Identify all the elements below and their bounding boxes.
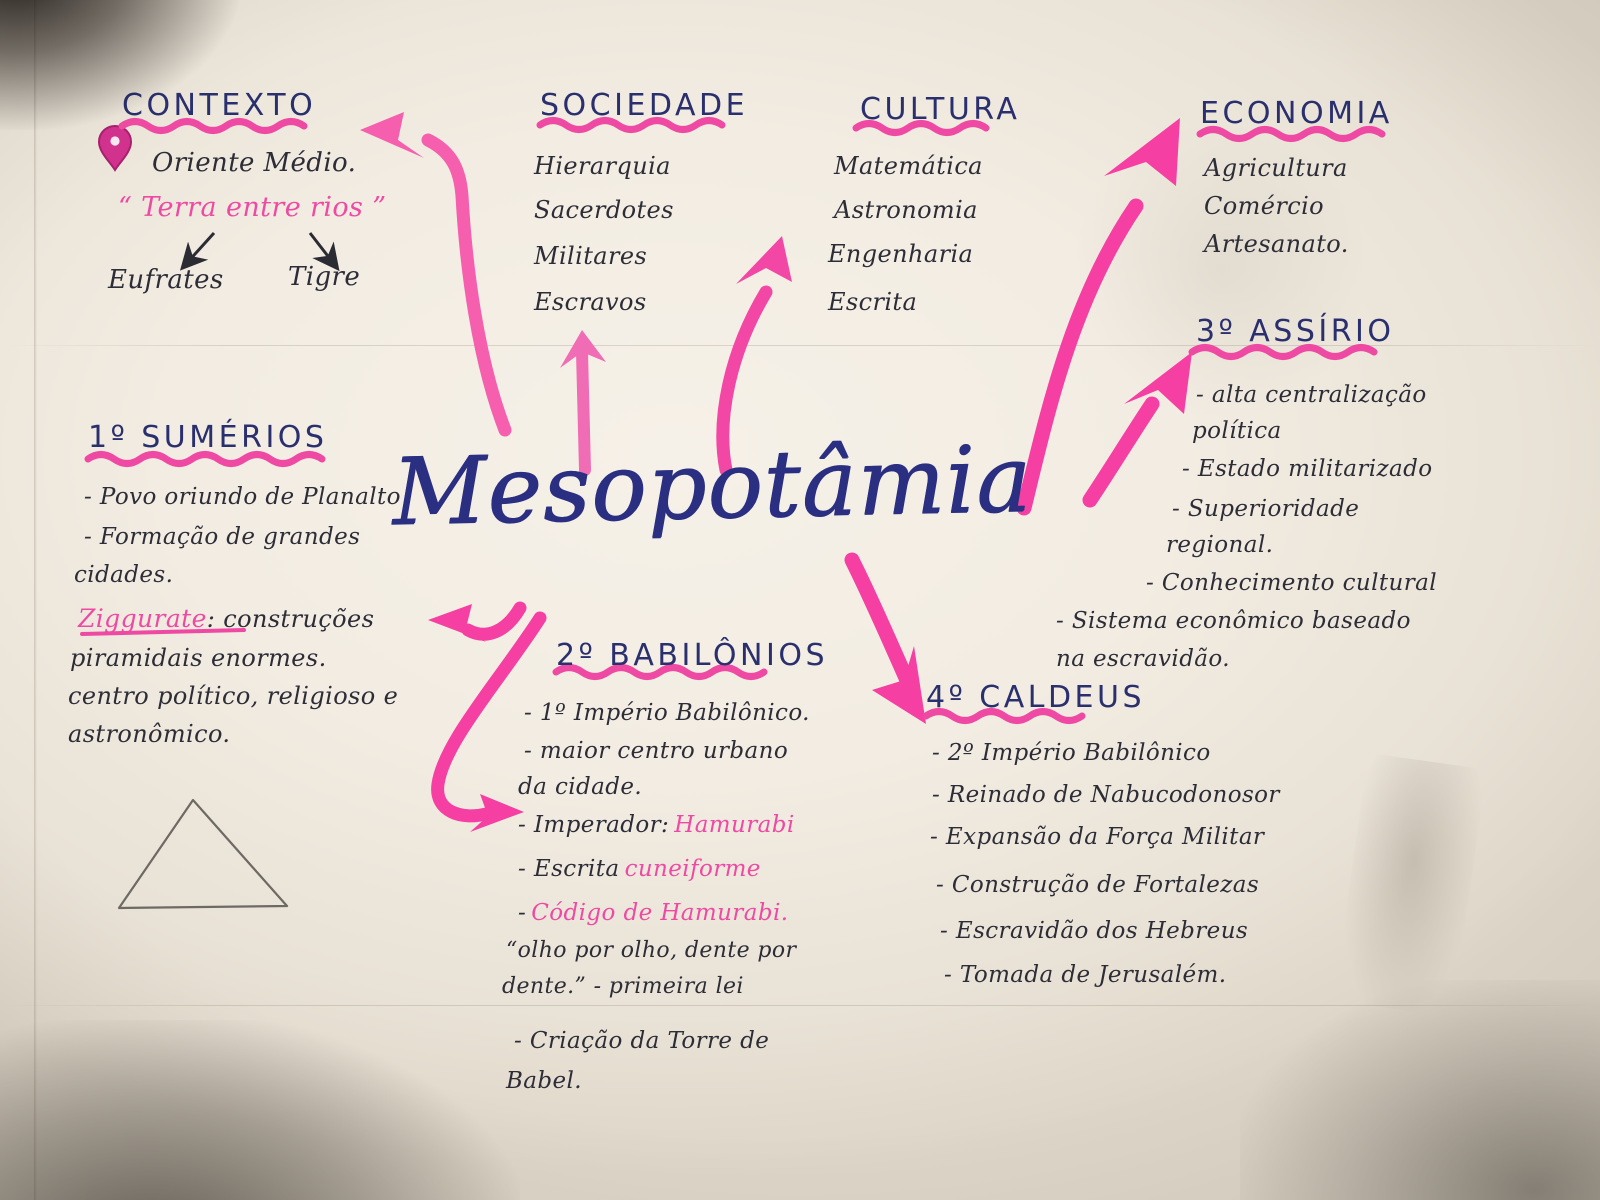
sumerios-line: - Povo oriundo de Planalto [84, 484, 401, 510]
babilonios-code-entry: - Código de Hamurabi. [518, 900, 788, 926]
sociedade-title: SOCIEDADE [540, 88, 749, 123]
economia-item: Artesanato. [1204, 230, 1349, 258]
writing-prefix: - Escrita [518, 856, 620, 882]
cultura-item: Escrita [828, 288, 918, 316]
caldeus-line: - Reinado de Nabucodonosor [932, 782, 1280, 808]
caldeus-line: - 2º Império Babilônico [932, 740, 1211, 766]
section-heading-contexto: CONTEXTO [122, 88, 316, 123]
ziggurat-label: Ziggurate [78, 604, 207, 633]
sociedade-item: Hierarquia [534, 152, 671, 180]
assirio-title: 3º ASSÍRIO [1196, 314, 1395, 349]
cultura-title: CULTURA [860, 92, 1021, 127]
contexto-quote: “ Terra entre rios ” [118, 192, 387, 223]
economia-item: Agricultura [1204, 154, 1348, 182]
economia-item: Comércio [1204, 192, 1325, 220]
caldeus-line: - Expansão da Força Militar [930, 824, 1265, 850]
assirio-line: - alta centralização [1196, 382, 1427, 408]
assirio-line: regional. [1166, 532, 1274, 558]
cultura-item: Astronomia [834, 196, 978, 224]
ziggurat-line: astronômico. [68, 720, 231, 748]
babilonios-line: da cidade. [518, 774, 643, 800]
babilonios-tower-line: - Criação da Torre de [514, 1028, 770, 1054]
ziggurat-line: centro político, religioso e [68, 682, 399, 710]
section-heading-sociedade: SOCIEDADE [540, 88, 748, 123]
babilonios-title: 2º BABILÔNIOS [556, 638, 828, 673]
caldeus-title: 4º CALDEUS [926, 680, 1145, 715]
caldeus-line: - Tomada de Jerusalém. [944, 962, 1227, 988]
contexto-title: CONTEXTO [122, 88, 317, 123]
assirio-line: - Sistema econômico baseado [1056, 608, 1411, 634]
economia-title: ECONOMIA [1200, 96, 1393, 131]
section-heading-cultura: CULTURA [860, 92, 1020, 127]
section-heading-caldeus: 4º CALDEUS [926, 680, 1145, 715]
assirio-line: - Superioridade [1172, 496, 1360, 522]
babilonios-line: - 1º Império Babilônico. [524, 700, 810, 726]
contexto-pin-label: Oriente Médio. [152, 148, 357, 178]
ziggurat-rest: : construções [206, 605, 375, 633]
sociedade-item: Escravos [534, 288, 647, 316]
code-prefix: - [518, 900, 527, 926]
assirio-line: política [1192, 418, 1282, 444]
babilonios-line: - maior centro urbano [524, 738, 789, 764]
section-heading-economia: ECONOMIA [1200, 96, 1393, 131]
river-tigre: Tigre [288, 262, 361, 292]
babilonios-quote-line: “olho por olho, dente por [506, 938, 797, 963]
center-title-mesopotamia: Mesopotâmia [390, 425, 1033, 546]
sumerios-line: cidades. [74, 562, 174, 588]
cultura-item: Matemática [834, 152, 983, 180]
section-heading-babilonios: 2º BABILÔNIOS [556, 638, 828, 673]
babilonios-writing-entry: - Escrita cuneiforme [518, 856, 761, 882]
section-heading-assirio: 3º ASSÍRIO [1196, 314, 1395, 349]
caldeus-line: - Construção de Fortalezas [936, 872, 1260, 898]
assirio-line: - Estado militarizado [1182, 456, 1433, 482]
sumerios-title: 1º SUMÉRIOS [88, 420, 328, 455]
river-eufrates: Eufrates [108, 265, 224, 295]
babilonios-tower-line: Babel. [506, 1068, 583, 1094]
emperor-prefix: - Imperador: [518, 812, 670, 838]
caldeus-line: - Escravidão dos Hebreus [940, 918, 1249, 944]
cultura-item: Engenharia [828, 240, 974, 268]
assirio-line: na escravidão. [1056, 646, 1230, 672]
sociedade-item: Militares [534, 242, 648, 270]
ziggurat-entry: Ziggurate: construções [78, 604, 374, 633]
emperor-name: Hamurabi [674, 812, 795, 838]
sociedade-item: Sacerdotes [534, 196, 674, 224]
sumerios-line: - Formação de grandes [84, 524, 361, 550]
assirio-line: - Conhecimento cultural [1146, 570, 1438, 596]
section-heading-sumerios: 1º SUMÉRIOS [88, 420, 327, 455]
ziggurat-line: piramidais enormes. [70, 644, 327, 672]
code-hamurabi: Código de Hamurabi. [531, 900, 789, 926]
babilonios-quote-line: dente.” - primeira lei [502, 974, 744, 999]
writing-cuneiform: cuneiforme [624, 856, 761, 882]
babilonios-emperor-entry: - Imperador: Hamurabi [518, 812, 795, 838]
